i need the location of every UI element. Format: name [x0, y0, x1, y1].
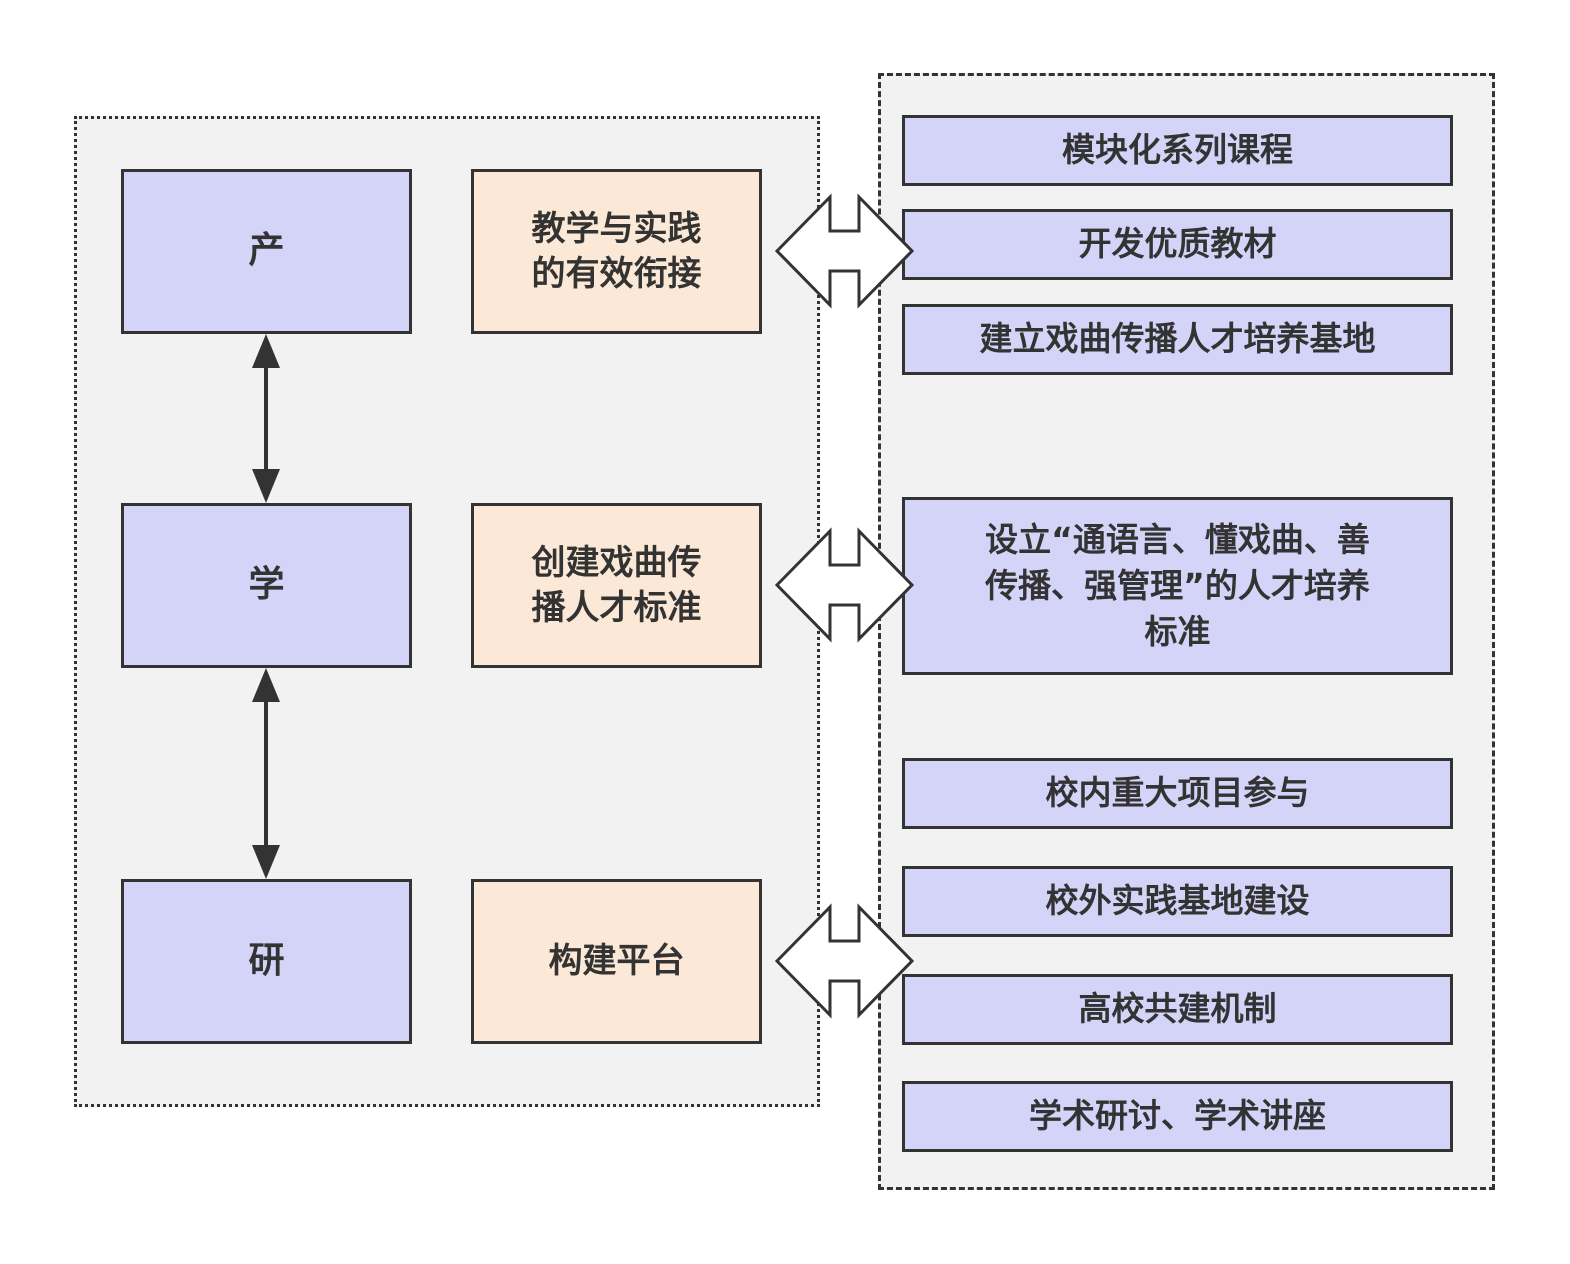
item-label-3: 建立戏曲传播人才培养基地 — [979, 319, 1376, 359]
item-4-line-1: 设立“通语言、懂戏曲、善 — [985, 519, 1370, 559]
item-box-3: 建立戏曲传播人才培养基地 — [902, 304, 1453, 375]
item-label-8: 学术研讨、学术讲座 — [1029, 1096, 1326, 1136]
goal-box-1: 教学与实践 的有效衔接 — [471, 169, 762, 334]
goal-box-2: 创建戏曲传 播人才标准 — [471, 503, 762, 668]
goal-1-line-2: 的有效衔接 — [531, 253, 702, 294]
stage-label-yan: 研 — [248, 940, 285, 982]
goal-2-line-1: 创建戏曲传 — [531, 543, 702, 584]
item-4-line-3: 标准 — [1144, 612, 1211, 652]
item-box-6: 校外实践基地建设 — [902, 866, 1453, 937]
goal-3-line-1: 构建平台 — [548, 941, 685, 982]
item-label-5: 校内重大项目参与 — [1045, 773, 1310, 813]
goal-1-line-1: 教学与实践 — [531, 209, 702, 250]
stage-label-xue: 学 — [248, 564, 285, 606]
item-4-line-2: 传播、强管理”的人才培养 — [985, 565, 1370, 605]
goal-box-3: 构建平台 — [471, 879, 762, 1044]
item-box-8: 学术研讨、学术讲座 — [902, 1081, 1453, 1152]
stage-box-yan: 研 — [121, 879, 412, 1044]
stage-box-chan: 产 — [121, 169, 412, 334]
item-label-2: 开发优质教材 — [1078, 224, 1277, 264]
item-box-4: 设立“通语言、懂戏曲、善 传播、强管理”的人才培养 标准 — [902, 497, 1453, 675]
item-label-1: 模块化系列课程 — [1062, 130, 1293, 170]
item-label-7: 高校共建机制 — [1078, 989, 1277, 1029]
item-box-1: 模块化系列课程 — [902, 115, 1453, 186]
item-box-7: 高校共建机制 — [902, 974, 1453, 1045]
item-box-5: 校内重大项目参与 — [902, 758, 1453, 829]
goal-2-line-2: 播人才标准 — [531, 587, 702, 628]
item-label-6: 校外实践基地建设 — [1045, 881, 1310, 921]
stage-box-xue: 学 — [121, 503, 412, 668]
stage-label-chan: 产 — [248, 230, 285, 272]
item-box-2: 开发优质教材 — [902, 209, 1453, 280]
